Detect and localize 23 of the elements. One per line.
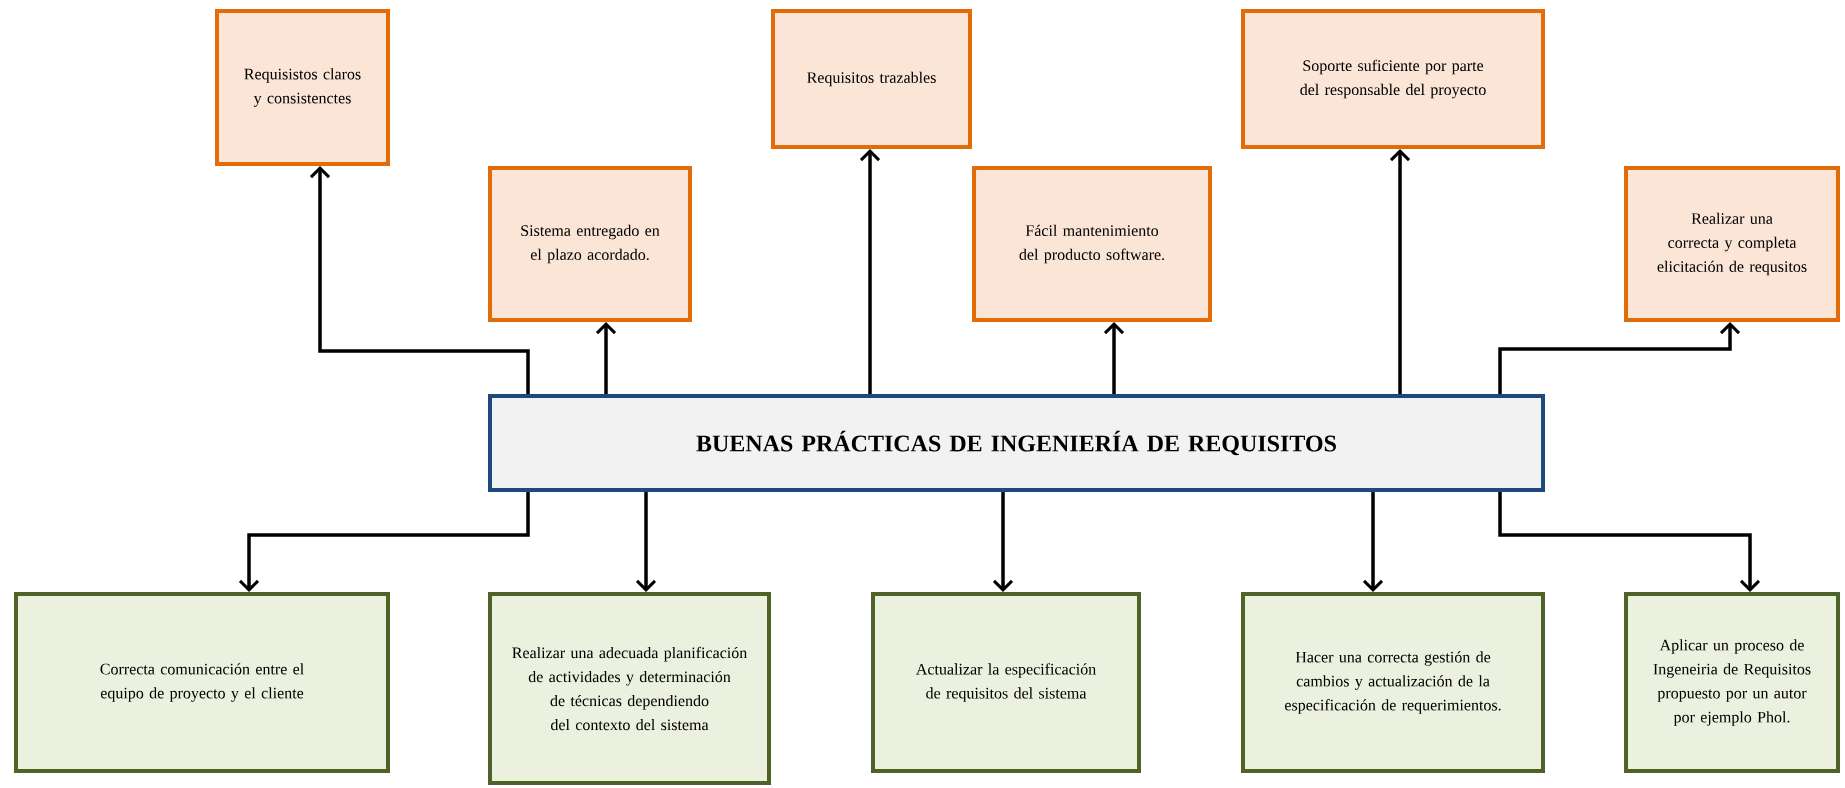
arrow [635, 492, 657, 592]
goal-box: Realizar una correcta y completa elicitación de requsitos [1624, 166, 1840, 322]
arrow [859, 149, 881, 394]
arrow [1498, 492, 1761, 592]
practice-box: Actualizar la especificación de requisitos del sistema [871, 592, 1141, 773]
arrow [595, 322, 617, 394]
goal-box: Soporte suficiente por parte del responsable del proyecto [1241, 9, 1545, 149]
practice-box: Aplicar un proceso de Ingeneiria de Requisitos propuesto por un autor por ejemplo Phol. [1624, 592, 1840, 773]
goal-box: Fácil mantenimiento del producto software. [972, 166, 1212, 322]
arrow [992, 492, 1014, 592]
practice-box: Realizar una adecuada planificación de actividades y determinación de técnicas dependiendo del contexto del sistema [488, 592, 771, 785]
arrow [1362, 492, 1384, 592]
practice-box: Hacer una correcta gestión de cambios y actualización de la especificación de requerimientos. [1241, 592, 1545, 773]
arrow [1498, 322, 1741, 394]
topic-box: BUENAS PRÁCTICAS DE INGENIERÍA DE REQUISITOS [488, 394, 1545, 492]
practice-box: Correcta comunicación entre el equipo de proyecto y el cliente [14, 592, 390, 773]
arrow [1103, 322, 1125, 394]
arrow [1389, 149, 1411, 394]
goal-box: Requisistos claros y consistenctes [215, 9, 390, 166]
goal-box: Requisitos trazables [771, 9, 972, 149]
arrow [309, 166, 530, 394]
arrow [238, 492, 530, 592]
goal-box: Sistema entregado en el plazo acordado. [488, 166, 692, 322]
